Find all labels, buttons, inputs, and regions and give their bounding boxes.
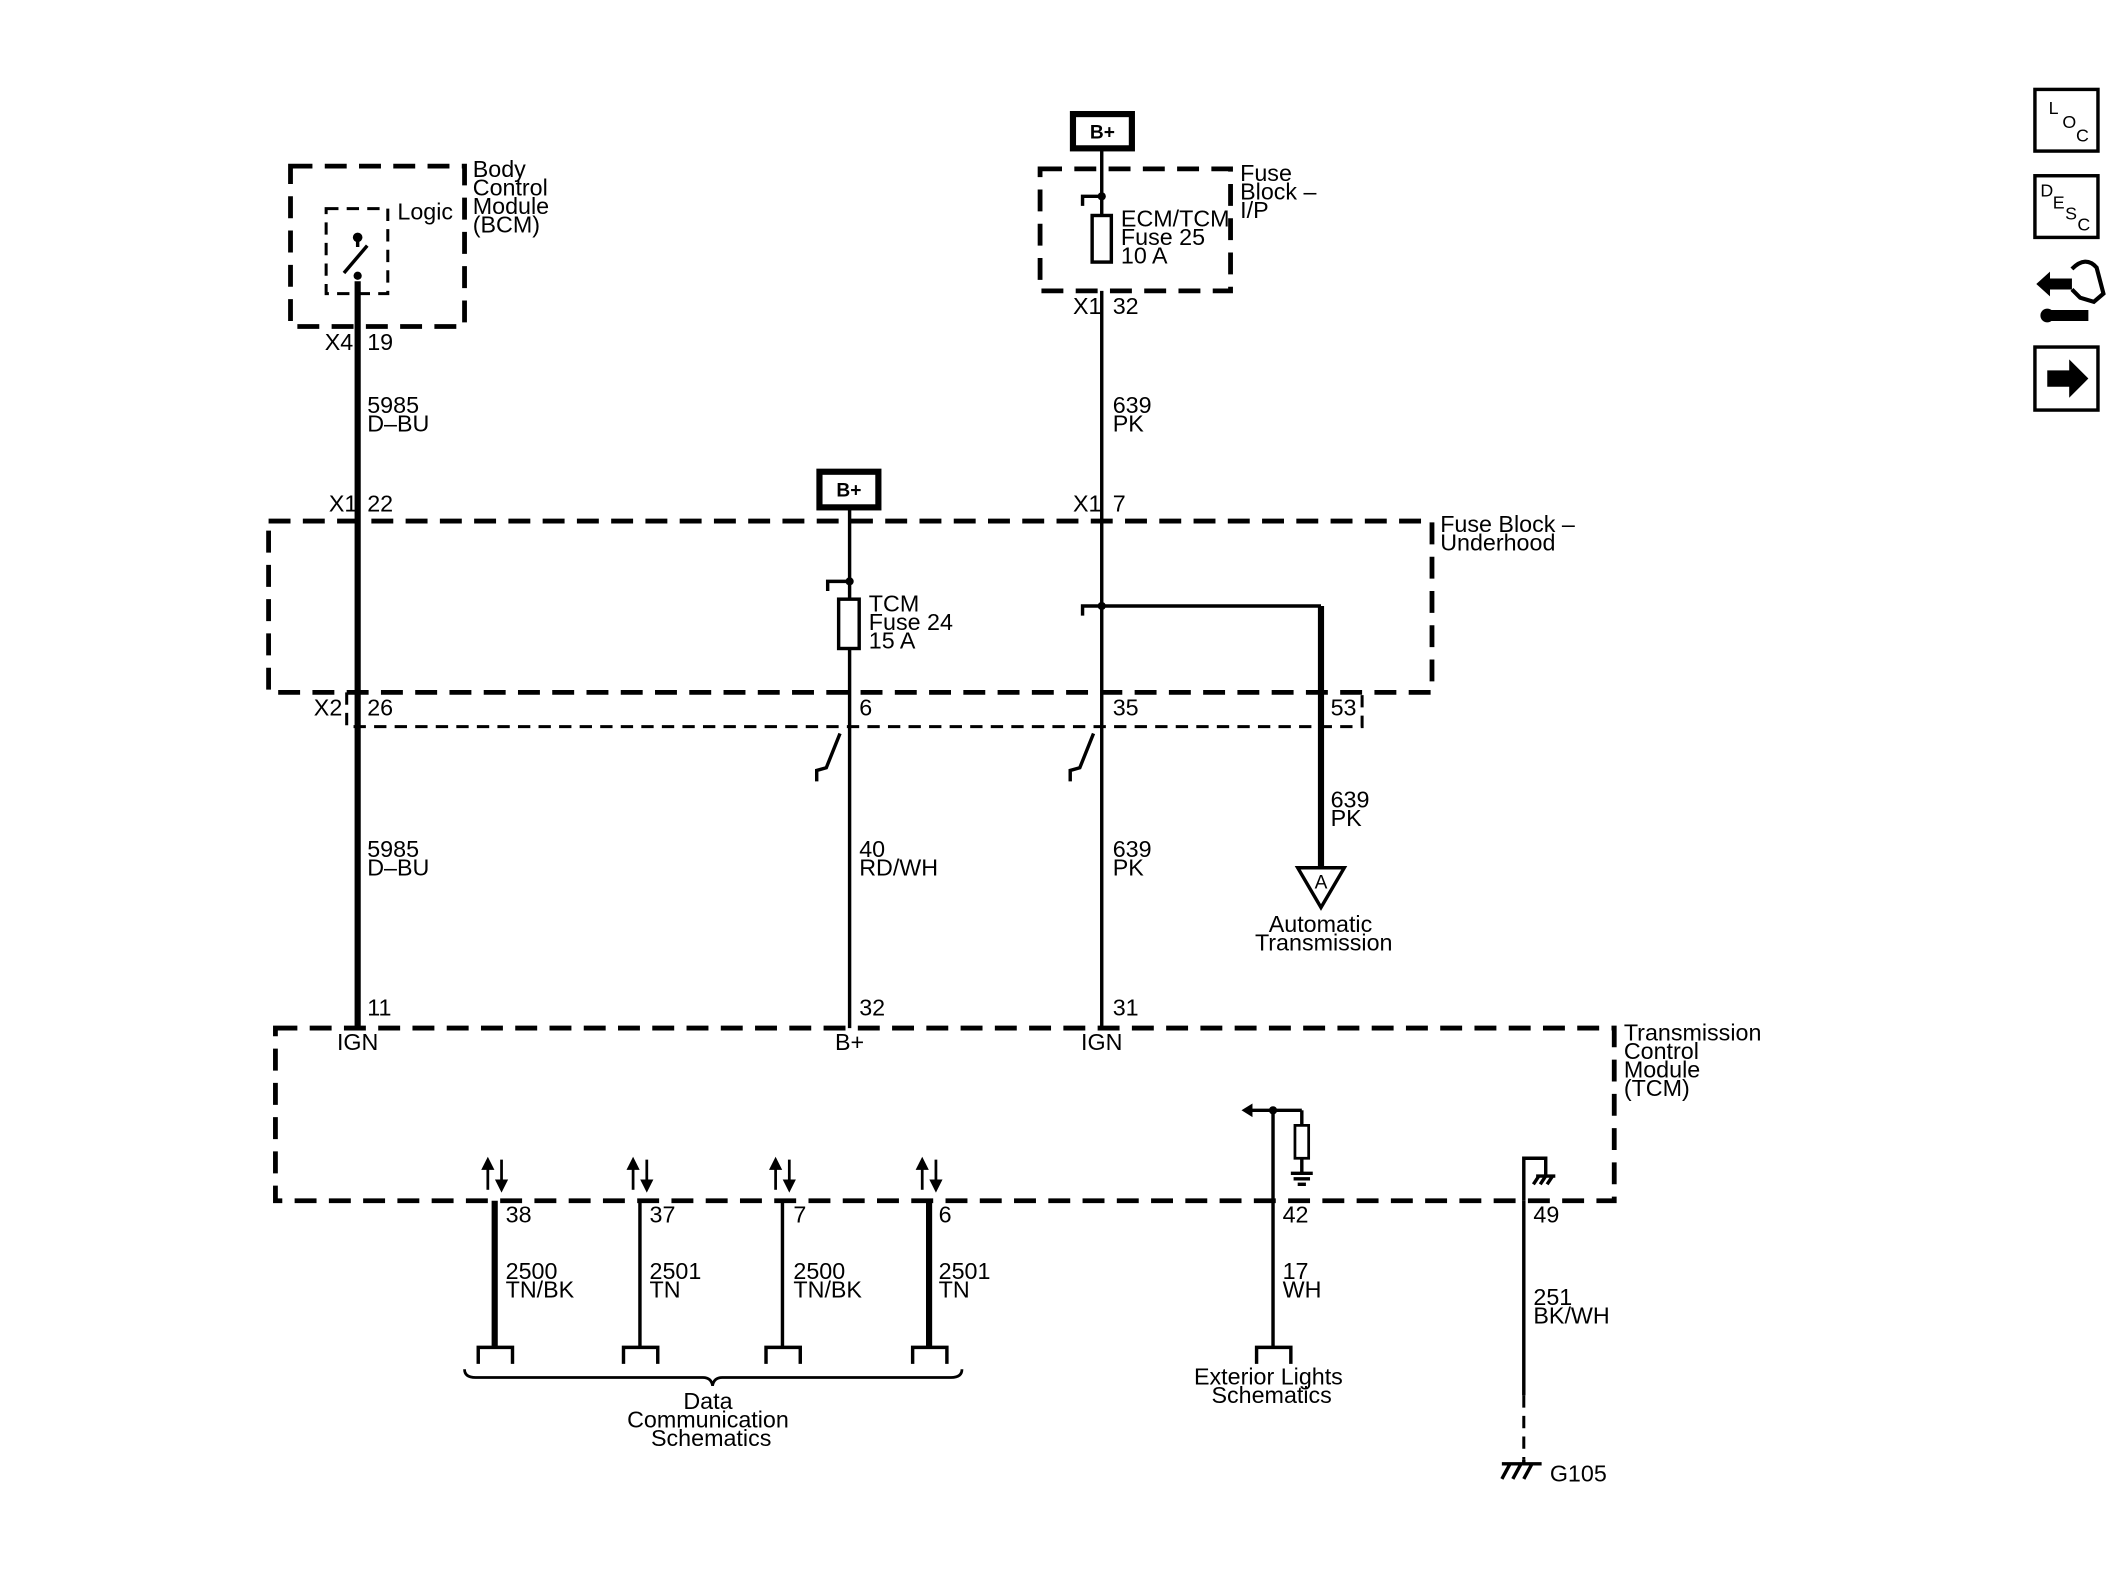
uh-out-left-pin: 26 xyxy=(367,695,393,721)
tcm-pin-37: 37 xyxy=(650,1202,676,1228)
tcm-pin-11-label: IGN xyxy=(337,1029,378,1055)
automatic-transmission-ref: A Automatic Transmission xyxy=(1255,866,1393,956)
desc-button[interactable]: D E S C xyxy=(2033,174,2100,240)
tcm-name: Transmission Control Module (TCM) xyxy=(1624,1019,1768,1100)
tcm-pin-32: 32 xyxy=(859,995,885,1021)
next-button[interactable] xyxy=(2033,345,2100,412)
reference-labels: Data Communication Schematics Exterior L… xyxy=(627,1363,1607,1486)
internal-ground xyxy=(1522,1156,1556,1201)
uh-in-left-connector: X1 xyxy=(329,490,357,516)
lower-wires xyxy=(463,1110,1542,1480)
ip-fuse-label: ECM/TCM Fuse 25 10 A xyxy=(1121,205,1236,268)
uh-in-right-pin: 7 xyxy=(1113,490,1126,516)
data-comm-ref: Data Communication Schematics xyxy=(627,1388,795,1451)
body-control-module: Logic Body Control Module (BCM) X4 19 xyxy=(288,156,556,355)
tcm-pin-7: 7 xyxy=(793,1202,806,1228)
connector-repair-icon[interactable] xyxy=(2036,259,2106,323)
uh-out-mid-pin: 6 xyxy=(859,695,872,721)
ext-lights-circuit xyxy=(1241,1103,1313,1187)
tcm-pin-31-label: IGN xyxy=(1081,1029,1122,1055)
auto-trans-marker: A xyxy=(1315,872,1328,893)
uh-out-left-connector: X2 xyxy=(314,695,342,721)
tcm-pin-11: 11 xyxy=(367,995,391,1021)
ip-connector: X1 xyxy=(1073,293,1101,319)
serial-data-arrows xyxy=(481,1156,943,1193)
ext-lights-ref: Exterior Lights Schematics xyxy=(1194,1363,1349,1407)
loc-button[interactable]: L O C xyxy=(2033,87,2100,153)
uh-out-far-pin: 53 xyxy=(1331,695,1357,721)
uh-in-left-pin: 22 xyxy=(367,490,393,516)
bcm-connector: X4 xyxy=(325,329,354,355)
tcm-pin-32-label: B+ xyxy=(835,1029,864,1055)
tcm-pin-38: 38 xyxy=(506,1202,532,1228)
bcm-name: Body Control Module (BCM) xyxy=(473,156,556,237)
loc-letter-o: O xyxy=(2062,112,2076,132)
arrow-right-icon xyxy=(2047,359,2089,398)
tcm-pin-49: 49 xyxy=(1533,1202,1559,1228)
tcm-pin-6: 6 xyxy=(939,1202,952,1228)
desc-letter-e: E xyxy=(2053,193,2065,213)
uh-supply-label: B+ xyxy=(836,480,861,501)
tcm-pin-31: 31 xyxy=(1113,995,1139,1021)
fuse-block-ip: B+ ECM/TCM Fuse 25 10 A Fuse Block – I/P… xyxy=(1037,110,1323,319)
tcm-pin-42: 42 xyxy=(1283,1202,1309,1228)
logic-label: Logic xyxy=(397,199,453,225)
uh-name: Fuse Block – Underhood xyxy=(1440,511,1581,555)
loc-letter-c: C xyxy=(2076,125,2089,145)
ip-name: Fuse Block – I/P xyxy=(1240,160,1323,223)
uh-out-right-pin: 35 xyxy=(1113,695,1139,721)
desc-letter-s: S xyxy=(2065,204,2077,224)
transmission-control-module: Transmission Control Module (TCM) 11 IGN… xyxy=(273,995,1768,1228)
auto-trans-label: Automatic Transmission xyxy=(1255,911,1393,955)
ground-g105: G105 xyxy=(1550,1461,1607,1487)
bcm-pin: 19 xyxy=(367,329,393,355)
circuit-wires xyxy=(354,281,1325,1029)
loc-letter-l: L xyxy=(2049,98,2059,118)
uh-in-right-connector: X1 xyxy=(1073,490,1101,516)
uh-fuse-label: TCM Fuse 24 15 A xyxy=(869,591,960,654)
ip-supply-label: B+ xyxy=(1090,123,1115,144)
fuse-block-underhood: B+ Fuse Block – Underhood TCM Fuse 24 15… xyxy=(266,468,1581,729)
desc-letter-d: D xyxy=(2040,180,2053,200)
ip-pin: 32 xyxy=(1113,293,1139,319)
desc-letter-c: C xyxy=(2077,215,2090,235)
